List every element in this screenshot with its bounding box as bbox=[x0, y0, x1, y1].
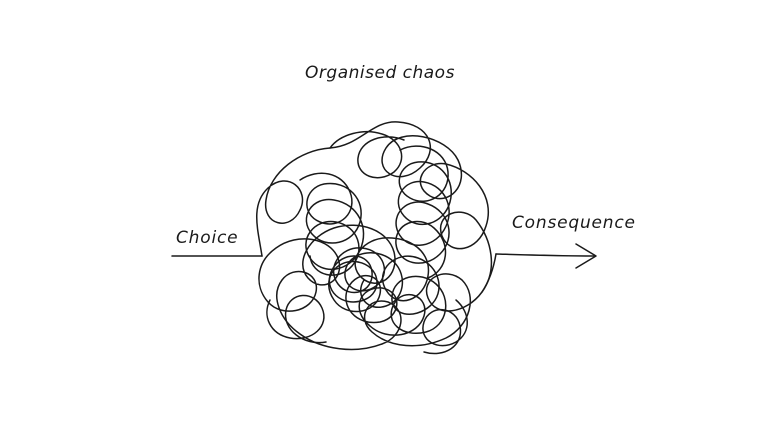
input-label: Choice bbox=[176, 228, 238, 248]
output-label: Consequence bbox=[512, 213, 636, 233]
diagram-title: Organised chaos bbox=[305, 63, 455, 83]
tangled-scribble bbox=[256, 121, 497, 355]
output-arrow-line bbox=[495, 253, 595, 257]
arrow-head-icon bbox=[575, 243, 597, 269]
